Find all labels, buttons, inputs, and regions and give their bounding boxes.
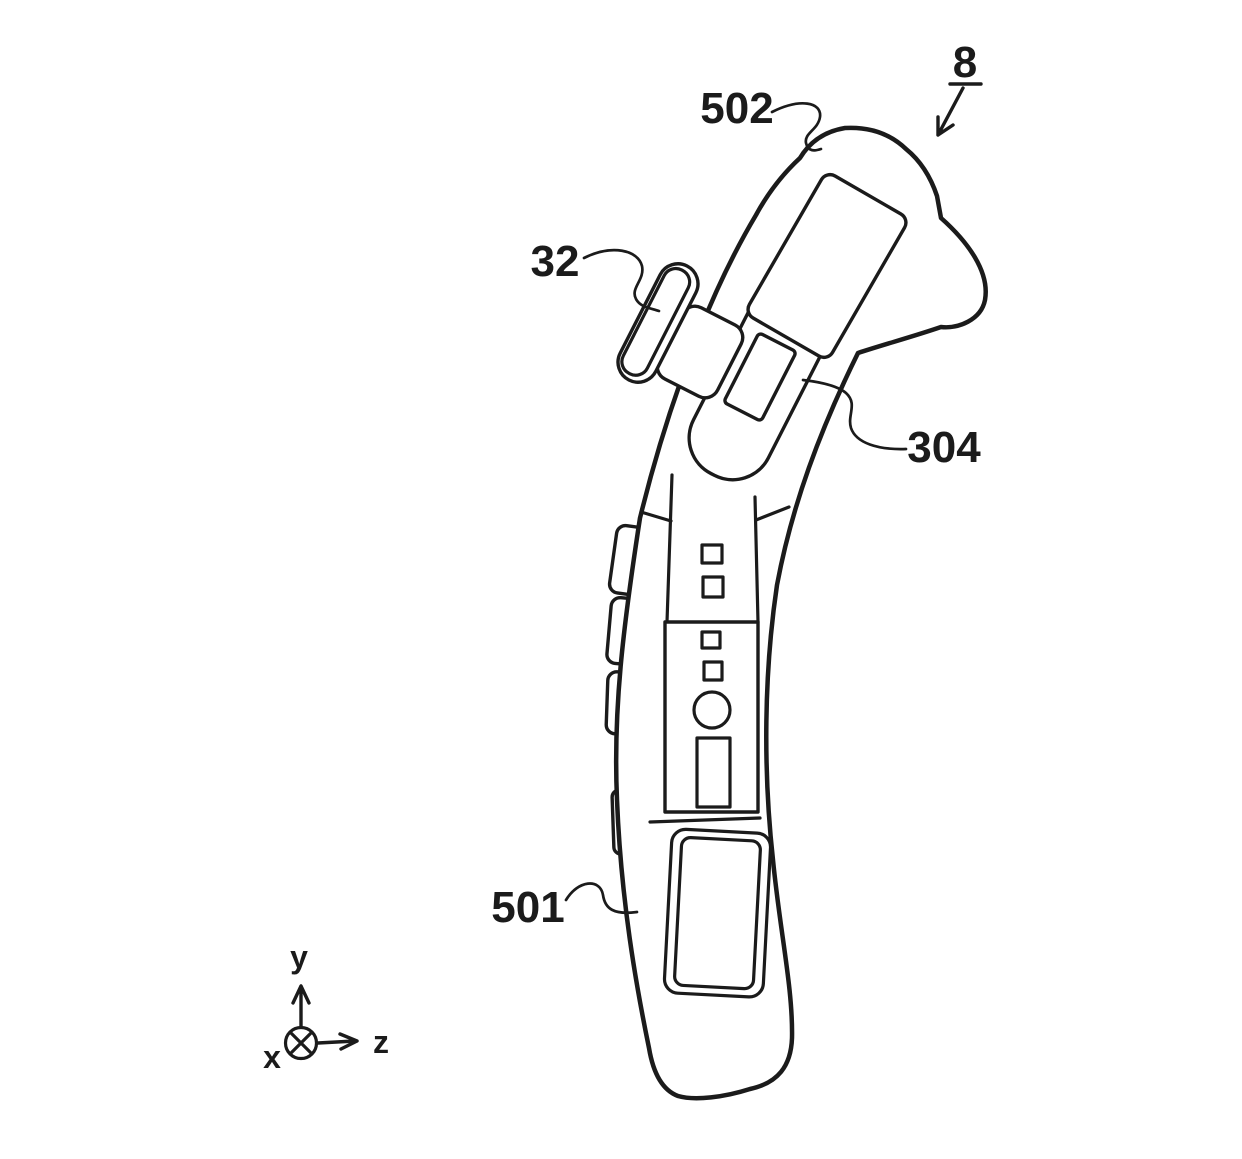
bottom-cover [662, 827, 773, 999]
strip-left-edge [665, 473, 674, 624]
arrow-8 [936, 86, 965, 137]
strip-right-edge [753, 495, 760, 624]
x-axis-label: x [263, 1039, 281, 1075]
head-window [746, 172, 908, 360]
waist-facet-right [754, 505, 791, 522]
panel-square-2 [702, 660, 724, 682]
bottom-cover-outer [662, 827, 773, 999]
leader-304 [801, 378, 908, 451]
panel-slider-slot [695, 736, 732, 809]
y-axis-arrow [291, 984, 311, 1028]
waist-facet-left [639, 510, 673, 523]
analog-stick [616, 262, 700, 384]
leader-32 [582, 248, 661, 313]
label-8: 8 [953, 38, 977, 87]
strip-square-2 [701, 575, 725, 599]
label-32: 32 [531, 237, 580, 286]
label-501: 501 [491, 883, 564, 932]
y-axis-label: y [290, 939, 308, 975]
label-502: 502 [700, 84, 773, 133]
button-304 [723, 332, 797, 422]
control-panel [663, 620, 760, 814]
coordinate-axes: y z x [263, 939, 389, 1075]
x-axis-cross-icon [289, 1031, 313, 1055]
panel-round-button [692, 690, 732, 730]
strip-square-1 [700, 543, 724, 565]
z-axis-arrow [316, 1032, 359, 1051]
label-304: 304 [907, 423, 981, 472]
analog-stick-top-face [620, 266, 692, 377]
leader-502 [770, 102, 823, 152]
bottom-cover-inner [673, 836, 762, 991]
leader-501 [564, 882, 639, 915]
panel-bottom-separator [648, 816, 762, 824]
panel-square-1 [700, 630, 722, 650]
z-axis-label: z [373, 1024, 389, 1060]
